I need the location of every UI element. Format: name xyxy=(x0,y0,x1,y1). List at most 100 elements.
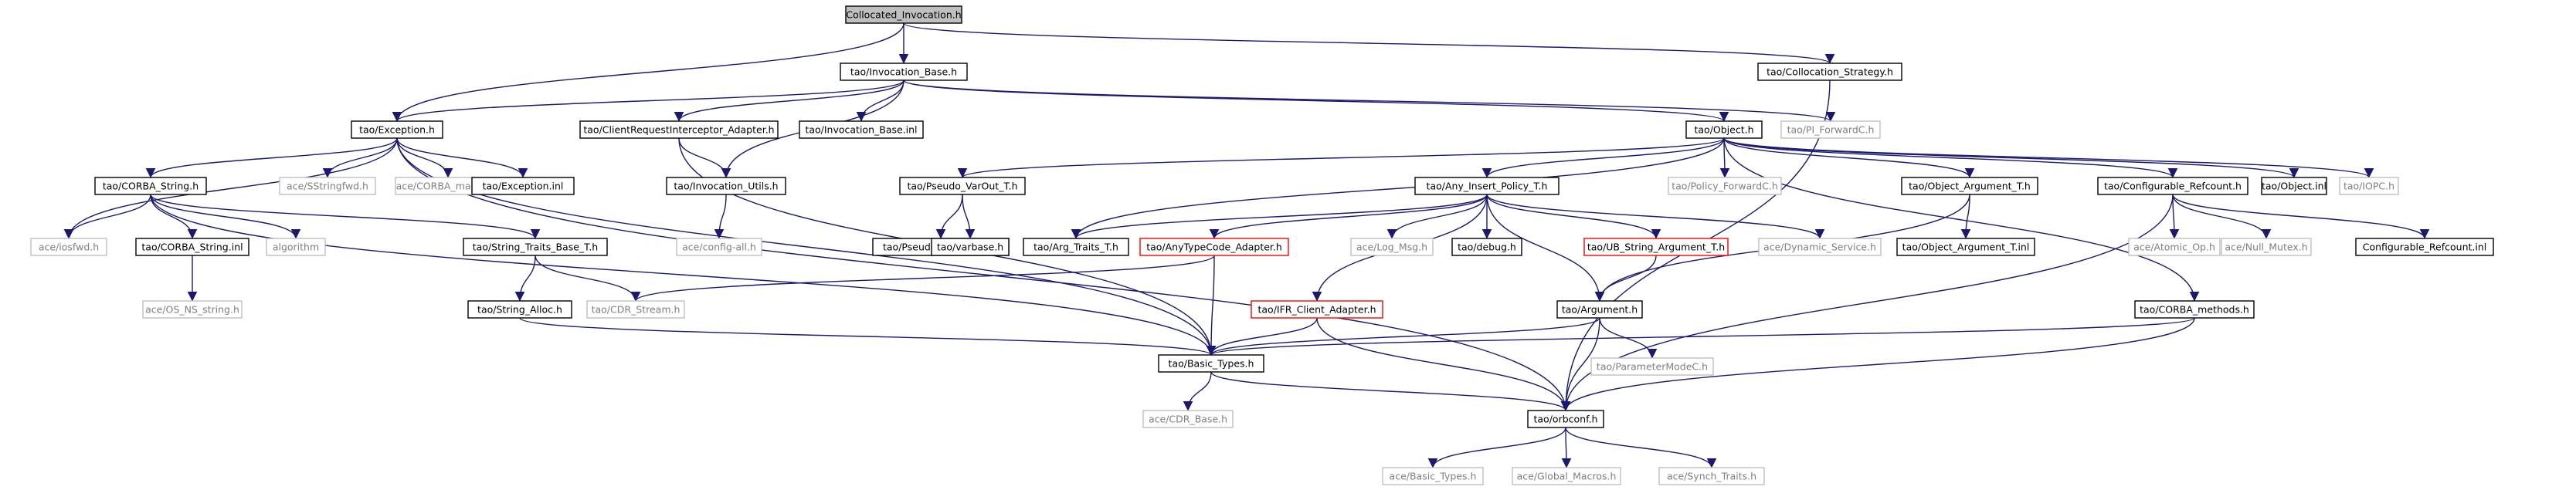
node-tao-object-argument-t-inl[interactable]: tao/Object_Argument_T.inl xyxy=(1896,238,2035,256)
node-box xyxy=(351,120,443,139)
node-label: ace/Dynamic_Service.h xyxy=(1763,242,1876,253)
edge-configref-to-atomicop xyxy=(2169,194,2180,239)
node-tao-cdr-stream-h: tao/CDR_Stream.h xyxy=(586,300,685,319)
node-label: ace/Basic_Types.h xyxy=(1390,471,1477,482)
edge-invbase-to-piforward xyxy=(903,79,1835,122)
edge-objecth-to-corbamethods xyxy=(1723,137,2200,302)
node-label: tao/Object.inl xyxy=(2262,181,2327,192)
edge-invbase-to-clientreq xyxy=(674,79,904,122)
node-box xyxy=(1139,238,1289,256)
node-tao-orbconf-h[interactable]: tao/orbconf.h xyxy=(1527,410,1604,428)
node-label: tao/Pseudo_VarOut_T.h xyxy=(907,181,1017,192)
node-configurable-refcount-inl[interactable]: Configurable_Refcount.inl xyxy=(2355,238,2494,256)
node-label: tao/CORBA_String.inl xyxy=(141,242,243,253)
edge-ifrclient-to-basictypes xyxy=(1206,317,1318,356)
edge-anyinsert-to-ubstring xyxy=(1486,194,1661,239)
node-tao-argument-h[interactable]: tao/Argument.h xyxy=(1556,300,1643,319)
edge-root-to-exception xyxy=(392,22,904,122)
node-label: tao/Exception.h xyxy=(359,124,435,136)
node-tao-exception-inl[interactable]: tao/Exception.inl xyxy=(471,177,575,195)
node-tao-anytypecode-adapter-h[interactable]: tao/AnyTypeCode_Adapter.h xyxy=(1139,238,1289,256)
node-label: tao/String_Alloc.h xyxy=(477,304,562,316)
node-label: tao/CORBA_String.h xyxy=(103,181,199,192)
node-label: ace/Null_Mutex.h xyxy=(2225,242,2307,253)
edge-pseudovar-to-varbase xyxy=(962,194,976,239)
node-tao-exception-h[interactable]: tao/Exception.h xyxy=(351,120,443,139)
node-tao-any-insert-policy-t-h[interactable]: tao/Any_Insert_Policy_T.h xyxy=(1414,177,1560,195)
node-box xyxy=(931,238,1010,256)
edge-anyinsert-to-argumenth xyxy=(1486,194,1605,302)
edge-objecth-to-argtraits xyxy=(1071,137,1725,239)
node-box xyxy=(1350,238,1434,256)
node-tao-configurable-refcount-h[interactable]: tao/Configurable_Refcount.h xyxy=(2097,177,2248,195)
node-box xyxy=(1758,238,1882,256)
node-tao-debug-h[interactable]: tao/debug.h xyxy=(1451,238,1522,256)
node-tao-ifr-client-adapter-h[interactable]: tao/IFR_Client_Adapter.h xyxy=(1251,300,1383,319)
node-ace-sstringfwd-h: ace/SStringfwd.h xyxy=(279,177,376,195)
edge-anyinsert-to-anytypecode xyxy=(1209,194,1488,239)
edge-invbase-to-exception xyxy=(392,79,904,122)
node-tao-collocation-strategy-h[interactable]: tao/Collocation_Strategy.h xyxy=(1757,63,1902,81)
node-label: tao/Invocation_Utils.h xyxy=(674,181,778,192)
edge-argumenth-to-orbconf xyxy=(1560,317,1600,411)
node-ace-config-all-h: ace/config-all.h xyxy=(676,238,762,256)
edge-corbastring-to-algorithm xyxy=(150,194,301,239)
edge-corbastring-to-corbastringinl xyxy=(150,194,198,239)
node-tao-pi-forwardc-h: tao/PI_ForwardC.h xyxy=(1780,120,1881,139)
node-tao-ub-string-argument-t-h[interactable]: tao/UB_String_Argument_T.h xyxy=(1583,238,1729,256)
node-box xyxy=(1556,300,1643,319)
node-label: algorithm xyxy=(273,242,319,253)
node-label: tao/IFR_Client_Adapter.h xyxy=(1257,304,1376,316)
edge-argumenth-to-basictypes xyxy=(1206,317,1600,356)
edge-invutils-to-configall xyxy=(714,194,727,239)
node-label: tao/Object_Argument_T.inl xyxy=(1902,242,2030,253)
edge-exception-to-corbamacros xyxy=(396,137,453,178)
node-ace-synch-traits-h: ace/Synch_Traits.h xyxy=(1658,467,1765,485)
node-box xyxy=(666,177,786,195)
edge-stringalloc-to-basictypes xyxy=(519,317,1216,356)
node-tao-corba-string-inl[interactable]: tao/CORBA_String.inl xyxy=(135,238,249,256)
node-tao-pseudo-varout-t-h[interactable]: tao/Pseudo_VarOut_T.h xyxy=(899,177,1026,195)
node-box xyxy=(467,300,572,319)
edge-configref-to-orbconf xyxy=(1560,194,2174,411)
node-tao-corba-methods-h[interactable]: tao/CORBA_methods.h xyxy=(2134,300,2255,319)
node-tao-string-traits-base-t-h[interactable]: tao/String_Traits_Base_T.h xyxy=(463,238,608,256)
node-box xyxy=(840,63,968,81)
edge-stringtraits-to-stringalloc xyxy=(514,255,536,302)
node-tao-invocation-base-inl[interactable]: tao/Invocation_Base.inl xyxy=(799,120,924,139)
edge-anyinsert-to-logmsg xyxy=(1386,194,1488,239)
node-tao-object-h[interactable]: tao/Object.h xyxy=(1685,120,1763,139)
node-tao-clientrequestinterceptor-adapter-h[interactable]: tao/ClientRequestInterceptor_Adapter.h xyxy=(579,120,779,139)
node-box xyxy=(1382,467,1484,485)
node-box xyxy=(1757,63,1902,81)
edge-corbastring-to-stringtraits xyxy=(150,194,541,239)
edge-objecth-to-objargt xyxy=(1723,137,1975,178)
node-label: tao/Any_Insert_Policy_T.h xyxy=(1427,181,1548,192)
node-box xyxy=(586,300,685,319)
node-ace-global-macros-h: ace/Global_Macros.h xyxy=(1512,467,1621,485)
node-tao-basic-types-h[interactable]: tao/Basic_Types.h xyxy=(1158,354,1264,373)
edge-orbconf-to-acebasic xyxy=(1427,427,1566,468)
node-tao-arg-traits-t-h[interactable]: tao/Arg_Traits_T.h xyxy=(1023,238,1129,256)
node-collocated-invocation-h[interactable]: Collocated_Invocation.h xyxy=(845,5,962,24)
node-tao-varbase-h[interactable]: tao/varbase.h xyxy=(931,238,1010,256)
node-tao-corba-string-h[interactable]: tao/CORBA_String.h xyxy=(94,177,207,195)
edge-basictypes-to-cdrbase xyxy=(1183,371,1212,411)
node-tao-invocation-base-h[interactable]: tao/Invocation_Base.h xyxy=(840,63,968,81)
node-box xyxy=(30,238,107,256)
node-tao-invocation-utils-h[interactable]: tao/Invocation_Utils.h xyxy=(666,177,786,195)
node-box xyxy=(2355,238,2494,256)
node-box xyxy=(845,5,962,24)
node-box xyxy=(1251,300,1383,319)
node-box xyxy=(1527,410,1604,428)
edge-layer xyxy=(63,22,2430,468)
node-label: tao/Configurable_Refcount.h xyxy=(2104,181,2242,192)
node-tao-parametermodec-h: tao/ParameterModeC.h xyxy=(1590,357,1714,376)
node-tao-object-inl[interactable]: tao/Object.inl xyxy=(2261,177,2327,195)
node-algorithm: algorithm xyxy=(266,238,326,256)
node-box xyxy=(142,300,243,319)
node-tao-string-alloc-h[interactable]: tao/String_Alloc.h xyxy=(467,300,572,319)
node-tao-object-argument-t-h[interactable]: tao/Object_Argument_T.h xyxy=(1901,177,2038,195)
node-box xyxy=(2097,177,2248,195)
edge-corbastring-to-basictypes xyxy=(150,194,1217,356)
